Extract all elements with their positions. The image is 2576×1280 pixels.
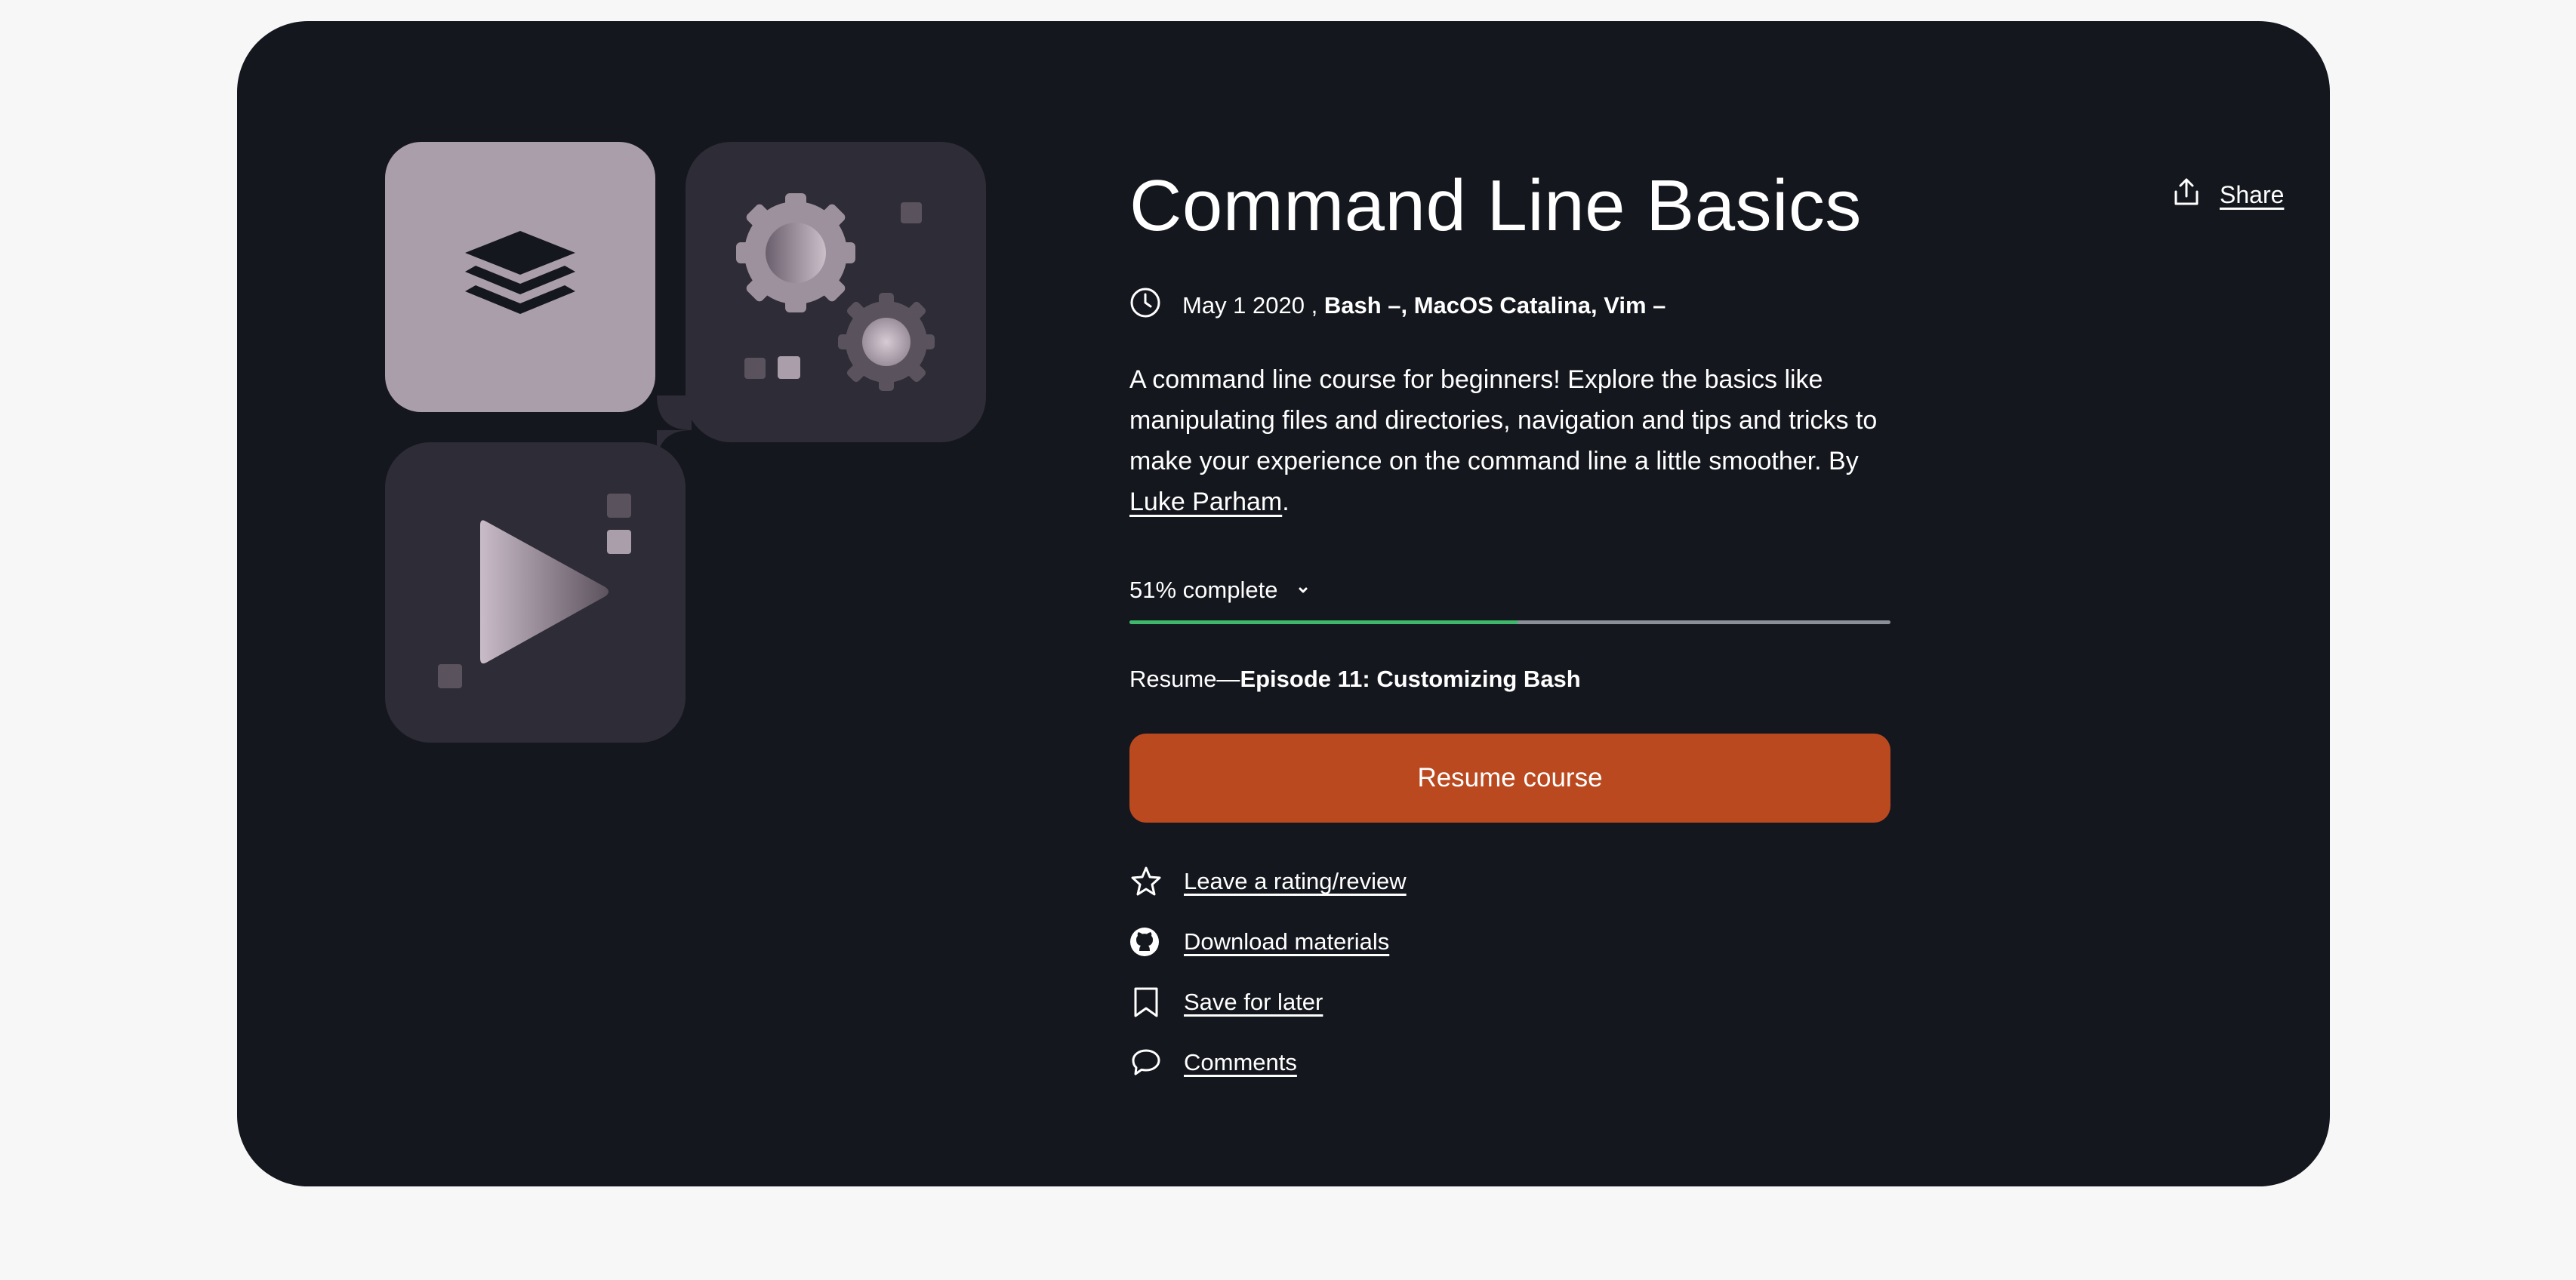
share-label: Share [2220, 180, 2285, 208]
save-for-later-link[interactable]: Save for later [1129, 984, 1809, 1020]
resume-course-button[interactable]: Resume course [1129, 734, 1890, 823]
course-artwork [385, 142, 1140, 897]
resume-episode: Resume—Episode 11: Customizing Bash [1129, 666, 1581, 692]
gears-tile [686, 142, 986, 442]
course-details: Command Line Basics Share May 1 2020 , [1129, 21, 2284, 1186]
layers-tile [385, 142, 655, 412]
progress-label: 51% complete [1129, 577, 1278, 603]
comments-link[interactable]: Comments [1129, 1045, 1809, 1081]
star-icon [1129, 865, 1163, 898]
bookmark-icon [1129, 986, 1163, 1019]
course-description: A command line course for beginners! Exp… [1129, 365, 1878, 516]
comment-icon [1129, 1046, 1163, 1079]
layers-icon [465, 231, 575, 314]
github-icon [1129, 925, 1163, 958]
technologies: Bash –, MacOS Catalina, Vim – [1323, 292, 1666, 318]
release-date: May 1 2020 , [1182, 292, 1318, 318]
gear-icon [736, 193, 855, 312]
clock-icon [1129, 287, 1161, 325]
progress-bar [1129, 620, 1890, 624]
course-meta: May 1 2020 , Bash –, MacOS Catalina, Vim… [1129, 287, 1665, 325]
share-icon [2171, 177, 2202, 213]
course-actions: Leave a rating/review Download materials [1129, 863, 1809, 1105]
author-link[interactable]: Luke Parham [1129, 488, 1283, 516]
course-hero-card: Command Line Basics Share May 1 2020 , [237, 21, 2330, 1186]
episode-title: Episode 11: Customizing Bash [1240, 666, 1581, 692]
leave-rating-link[interactable]: Leave a rating/review [1129, 863, 1809, 900]
progress-dropdown[interactable]: 51% complete [1129, 577, 1311, 604]
progress-bar-fill [1129, 620, 1518, 624]
download-materials-link[interactable]: Download materials [1129, 924, 1809, 960]
play-tile [385, 442, 686, 743]
small-gear-icon [838, 293, 935, 391]
share-button[interactable]: Share [2171, 177, 2284, 213]
play-icon [480, 520, 609, 664]
course-title: Command Line Basics [1129, 165, 1862, 246]
chevron-down-icon [1296, 577, 1311, 604]
